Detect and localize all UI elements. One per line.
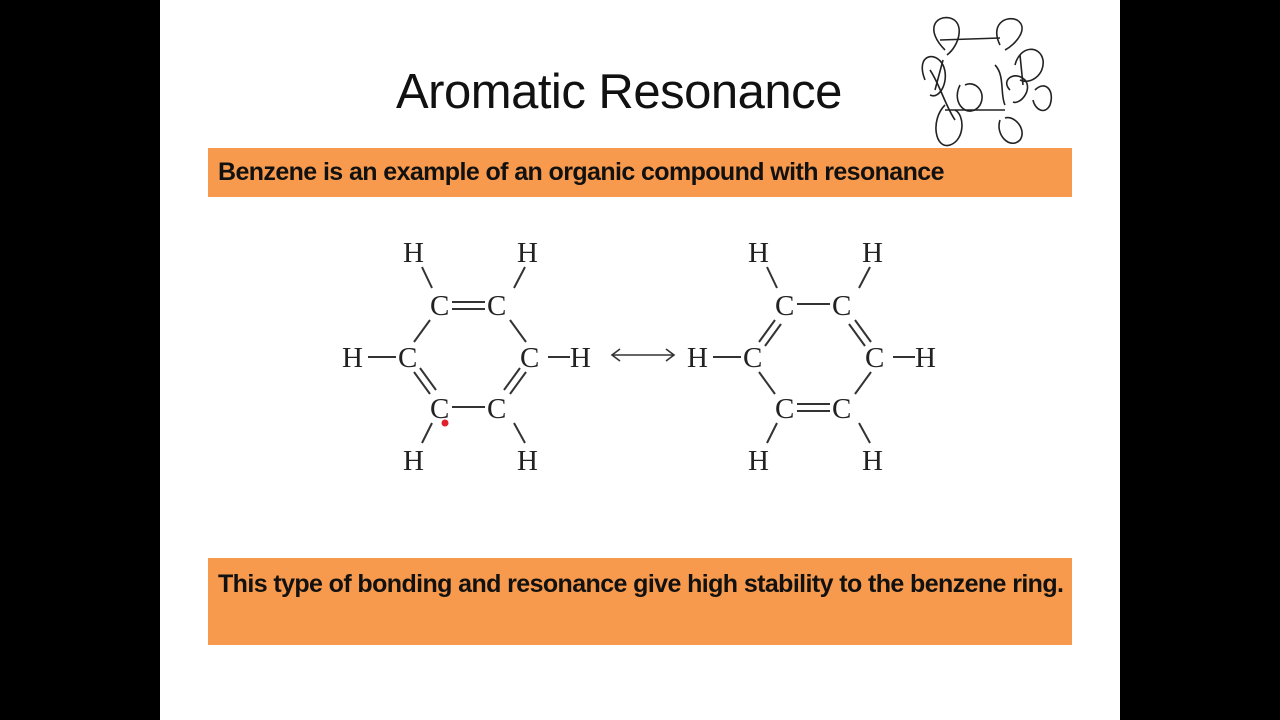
svg-text:H: H — [687, 342, 708, 374]
svg-text:C: C — [487, 290, 506, 322]
svg-text:C: C — [775, 393, 794, 425]
slide-title: Aromatic Resonance — [396, 65, 842, 119]
svg-text:C: C — [430, 393, 449, 425]
benzene-structure-right: H H H H H H C C C C C C — [687, 237, 936, 477]
svg-text:H: H — [915, 342, 936, 374]
benzene-structure-left: H H H H H H C C C C C C — [342, 237, 591, 477]
svg-text:H: H — [403, 445, 424, 477]
resonance-arrow-icon — [610, 348, 676, 362]
svg-text:H: H — [403, 237, 424, 269]
svg-text:C: C — [865, 342, 884, 374]
svg-text:H: H — [748, 445, 769, 477]
svg-text:H: H — [517, 445, 538, 477]
svg-text:C: C — [743, 342, 762, 374]
annotation-dot — [441, 419, 449, 427]
svg-text:C: C — [775, 290, 794, 322]
svg-text:C: C — [832, 393, 851, 425]
svg-text:H: H — [342, 342, 363, 374]
svg-text:C: C — [430, 290, 449, 322]
banner-stability-note: This type of bonding and resonance give … — [208, 558, 1072, 645]
orbital-doodle-drawing — [921, 16, 1053, 147]
svg-text:C: C — [398, 342, 417, 374]
svg-text:H: H — [862, 237, 883, 269]
svg-text:H: H — [517, 237, 538, 269]
svg-text:C: C — [832, 290, 851, 322]
slide: Aromatic Resonance Benzene is an example… — [160, 0, 1120, 720]
svg-text:H: H — [748, 237, 769, 269]
svg-text:C: C — [487, 393, 506, 425]
svg-text:H: H — [862, 445, 883, 477]
svg-text:H: H — [570, 342, 591, 374]
svg-text:C: C — [520, 342, 539, 374]
banner-benzene-example: Benzene is an example of an organic comp… — [208, 148, 1072, 197]
